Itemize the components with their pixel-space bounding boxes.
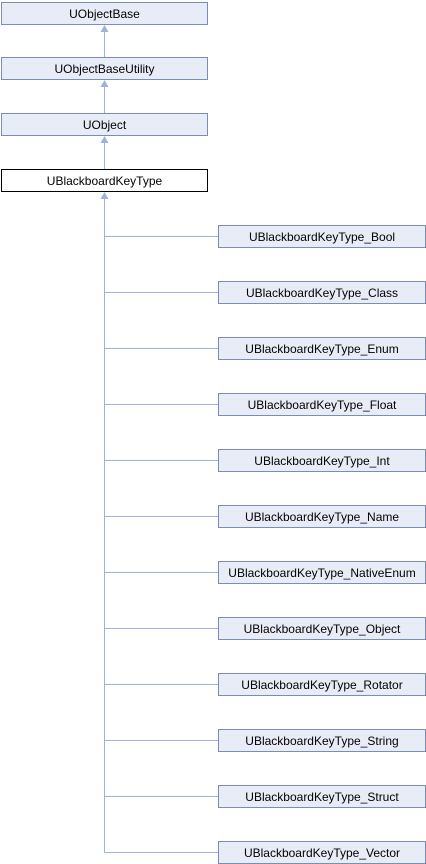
node-uobject[interactable]: UObject [1, 113, 208, 136]
node-object-label: UBlackboardKeyType_Object [244, 622, 401, 636]
arrow-ublackboardkeytype [100, 192, 109, 199]
node-float[interactable]: UBlackboardKeyType_Float [218, 393, 426, 416]
node-rotator[interactable]: UBlackboardKeyType_Rotator [218, 673, 426, 696]
node-enum-label: UBlackboardKeyType_Enum [245, 342, 398, 356]
node-ublackboardkeytype[interactable]: UBlackboardKeyType [1, 169, 208, 192]
node-object[interactable]: UBlackboardKeyType_Object [218, 617, 426, 640]
node-bool-label: UBlackboardKeyType_Bool [249, 230, 395, 244]
node-enum[interactable]: UBlackboardKeyType_Enum [218, 337, 426, 360]
node-uobjectbase-label: UObjectBase [69, 7, 140, 21]
node-rotator-label: UBlackboardKeyType_Rotator [241, 678, 402, 692]
node-vector-label: UBlackboardKeyType_Vector [244, 846, 400, 860]
node-int-label: UBlackboardKeyType_Int [254, 454, 390, 468]
node-string-label: UBlackboardKeyType_String [245, 734, 398, 748]
arrow-uobjectbase [100, 25, 109, 32]
node-ublackboardkeytype-box [1, 169, 208, 192]
node-int[interactable]: UBlackboardKeyType_Int [218, 449, 426, 472]
node-nativeenum-label: UBlackboardKeyType_NativeEnum [228, 566, 415, 580]
node-uobjectbase-box [1, 2, 208, 25]
node-class[interactable]: UBlackboardKeyType_Class [218, 281, 426, 304]
arrow-uobjectbaseutility [100, 80, 109, 87]
node-struct[interactable]: UBlackboardKeyType_Struct [218, 785, 426, 808]
node-bool[interactable]: UBlackboardKeyType_Bool [218, 225, 426, 248]
node-name[interactable]: UBlackboardKeyType_Name [218, 505, 426, 528]
node-uobject-label: UObject [83, 118, 127, 132]
node-uobjectbaseutility-label: UObjectBaseUtility [54, 62, 154, 76]
node-uobjectbaseutility[interactable]: UObjectBaseUtility [1, 57, 208, 80]
node-nativeenum[interactable]: UBlackboardKeyType_NativeEnum [218, 561, 426, 584]
node-uobject-box [1, 113, 208, 136]
node-ublackboardkeytype-label: UBlackboardKeyType [47, 174, 163, 188]
node-string[interactable]: UBlackboardKeyType_String [218, 729, 426, 752]
arrow-uobject [100, 136, 109, 143]
edges [100, 25, 218, 853]
node-name-label: UBlackboardKeyType_Name [245, 510, 399, 524]
node-uobjectbase[interactable]: UObjectBase [1, 2, 208, 25]
node-float-label: UBlackboardKeyType_Float [248, 398, 397, 412]
node-struct-label: UBlackboardKeyType_Struct [245, 790, 399, 804]
node-class-label: UBlackboardKeyType_Class [246, 286, 398, 300]
node-vector[interactable]: UBlackboardKeyType_Vector [218, 841, 426, 864]
node-uobjectbaseutility-box [1, 57, 208, 80]
